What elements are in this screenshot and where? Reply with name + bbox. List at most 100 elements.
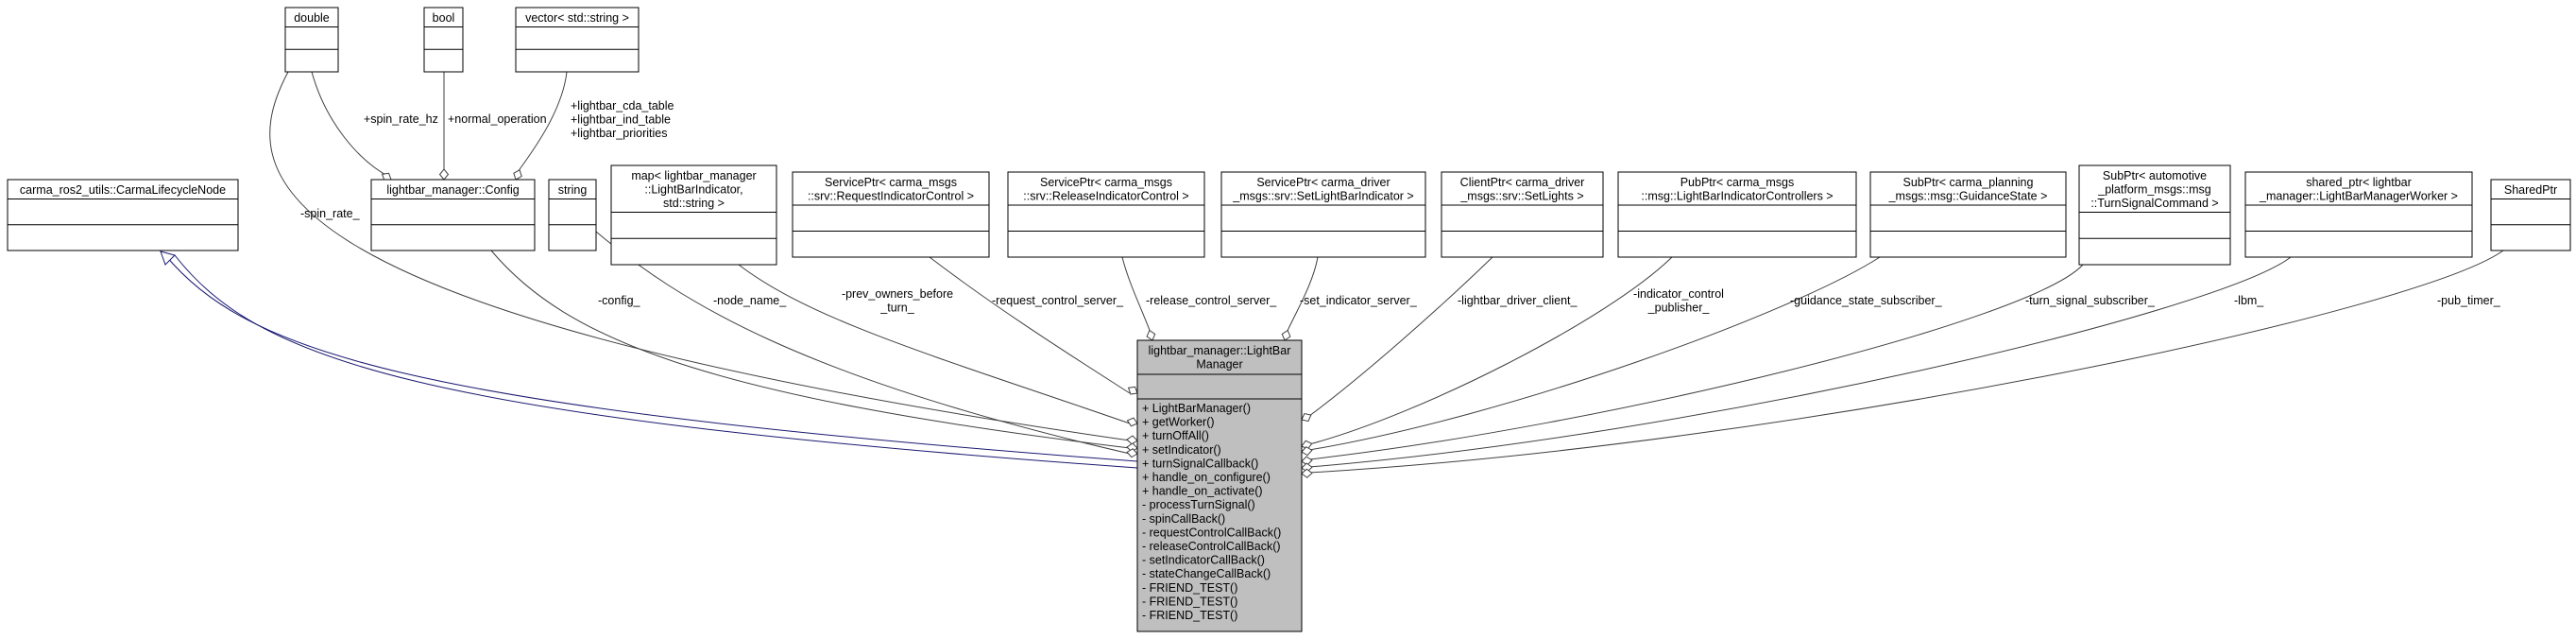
edge-indicator-publisher [1308, 256, 1673, 445]
class-box-outline [1220, 171, 1426, 258]
main-class-member: - FRIEND_TEST() [1142, 595, 1237, 608]
class-name-line: double [294, 11, 330, 25]
inheritance-edge [174, 254, 1138, 469]
class-name-line: string [558, 183, 588, 197]
edge-label-turn-sub: -turn_signal_subscriber_ [2025, 294, 2156, 307]
aggregation-diamond [1126, 435, 1138, 445]
boxes-layer: lightbar_manager::LightBarManager+ Light… [7, 7, 2571, 632]
class-box-double: double [284, 7, 339, 73]
class-box-outline [370, 179, 536, 251]
edge-label-node-name: -node_name_ [713, 294, 787, 307]
main-class-member: + setIndicator() [1142, 443, 1221, 457]
class-box-lifecycle: carma_ros2_utils::CarmaLifecycleNode [7, 179, 239, 251]
edge-label-guid-sub: -guidance_state_subscriber_ [1790, 294, 1943, 307]
class-box-outline [610, 164, 777, 266]
class-name-line: SharedPtr [2504, 183, 2557, 197]
class-name-line: ServicePtr< carma_msgs [1040, 176, 1172, 189]
edge-label-driver-client: -lightbar_driver_client_ [1458, 294, 1578, 307]
edge-guidance-subscriber [1308, 256, 1881, 451]
class-name-line: _msgs::srv::SetLights > [1459, 190, 1583, 203]
class-name-line: ::srv::ReleaseIndicatorControl > [1023, 190, 1188, 203]
class-box-set-lb: ServicePtr< carma_driver_msgs::srv::SetL… [1220, 171, 1426, 258]
class-name-line: ClientPtr< carma_driver [1460, 176, 1585, 189]
class-box-lightbar-manager: lightbar_manager::LightBarManager+ Light… [1136, 339, 1303, 632]
edge-tables [517, 71, 568, 173]
main-class-member: - FRIEND_TEST() [1142, 609, 1237, 622]
class-box-outline [2490, 179, 2571, 251]
class-name-line: _platform_msgs::msg [2097, 183, 2211, 197]
class-box-outline [792, 171, 990, 258]
edge-label-set-server: -set_indicator_server_ [1300, 294, 1418, 307]
edge-label-prev-owners: -prev_owners_before [842, 287, 953, 301]
inheritance-edge [164, 254, 1138, 462]
class-box-outline [1869, 171, 2067, 258]
main-class-member: - releaseControlCallBack() [1142, 540, 1281, 553]
edge-request-server [929, 256, 1131, 394]
inheritance-arrowhead [160, 250, 176, 266]
class-box-bool: bool [423, 7, 464, 73]
edge-label-tables: +lightbar_ind_table [571, 113, 671, 127]
class-box-outline [1617, 171, 1857, 258]
class-box-string: string [548, 179, 597, 251]
class-name-line: vector< std::string > [525, 11, 629, 25]
aggregation-diamond [438, 168, 450, 181]
edge-label-spin-rate-hz: +spin_rate_hz [364, 112, 438, 126]
class-box-config: lightbar_manager::Config [370, 179, 536, 251]
edge-label-ind-publisher: -indicator_control [1633, 287, 1724, 301]
class-name-line: PubPtr< carma_msgs [1680, 176, 1795, 189]
edge-release-server [1121, 256, 1152, 334]
class-box-outline [2078, 164, 2231, 266]
class-box-sub-turn: SubPtr< automotive_platform_msgs::msg::T… [2078, 164, 2231, 266]
aggregation-diamond [1301, 446, 1313, 457]
class-box-shared: shared_ptr< lightbar_manager::LightBarMa… [2244, 171, 2473, 258]
main-class-member: + handle_on_configure() [1142, 471, 1271, 484]
edge-label-prev-owners: _turn_ [879, 302, 914, 315]
aggregation-diamond [1127, 386, 1138, 395]
class-box-sharedptr: SharedPtr [2490, 179, 2571, 251]
edge-lbm [1308, 256, 2292, 468]
class-box-outline [1007, 171, 1205, 258]
main-class-member: + turnOffAll() [1142, 429, 1209, 442]
edge-pub-timer [1308, 250, 2504, 474]
main-class-member: - setIndicatorCallBack() [1142, 554, 1265, 567]
edge-label-normal-operation: +normal_operation [448, 112, 547, 126]
edge-spin-rate-hz [311, 71, 390, 178]
edge-label-tables: +lightbar_cda_table [571, 99, 674, 112]
class-name-line: _manager::LightBarManagerWorker > [2259, 190, 2458, 203]
class-name-line: carma_ros2_utils::CarmaLifecycleNode [20, 183, 226, 197]
main-class-member: - spinCallBack() [1142, 512, 1225, 526]
aggregation-diamond [1126, 448, 1138, 458]
aggregation-diamond [1146, 329, 1156, 341]
class-box-outline [423, 7, 464, 73]
class-box-rel-ctrl: ServicePtr< carma_msgs::srv::ReleaseIndi… [1007, 171, 1205, 258]
edge-set-server [1286, 256, 1319, 334]
edge-label-pub-timer: -pub_timer_ [2437, 294, 2501, 307]
class-box-vector: vector< std::string > [515, 7, 640, 73]
edge-label-config: -config_ [598, 294, 641, 307]
class-box-req-ctrl: ServicePtr< carma_msgs::srv::RequestIndi… [792, 171, 990, 258]
class-name-line: lightbar_manager::Config [386, 183, 519, 197]
class-box-outline [7, 179, 239, 251]
edge-driver-client [1308, 256, 1493, 417]
main-class-outline [1136, 339, 1303, 632]
aggregation-diamond [1301, 468, 1313, 478]
aggregation-diamond [1281, 329, 1291, 341]
class-name-line: _msgs::srv::SetLightBarIndicator > [1232, 190, 1413, 203]
edge-config [490, 250, 1131, 449]
class-box-outline [284, 7, 339, 73]
class-box-outline [2244, 171, 2473, 258]
main-class-member: + LightBarManager() [1142, 402, 1251, 415]
main-class-member: + handle_on_activate() [1142, 485, 1263, 498]
class-box-map: map< lightbar_manager::LightBarIndicator… [610, 164, 777, 266]
main-class-member: + turnSignalCallback() [1142, 457, 1258, 470]
class-name-line: ServicePtr< carma_driver [1256, 176, 1390, 189]
class-box-outline [1441, 171, 1604, 258]
class-name-line: _msgs::msg::GuidanceState > [1888, 190, 2048, 203]
main-class-member: + getWorker() [1142, 416, 1215, 429]
edge-label-ind-publisher: _publisher_ [1647, 302, 1711, 315]
class-name-line: ::LightBarIndicator, [644, 183, 742, 197]
edge-label-tables: +lightbar_priorities [571, 127, 667, 140]
class-name-line: SubPtr< automotive [2103, 169, 2207, 182]
class-box-outline [548, 179, 597, 251]
class-box-sub-guid: SubPtr< carma_planning_msgs::msg::Guidan… [1869, 171, 2067, 258]
